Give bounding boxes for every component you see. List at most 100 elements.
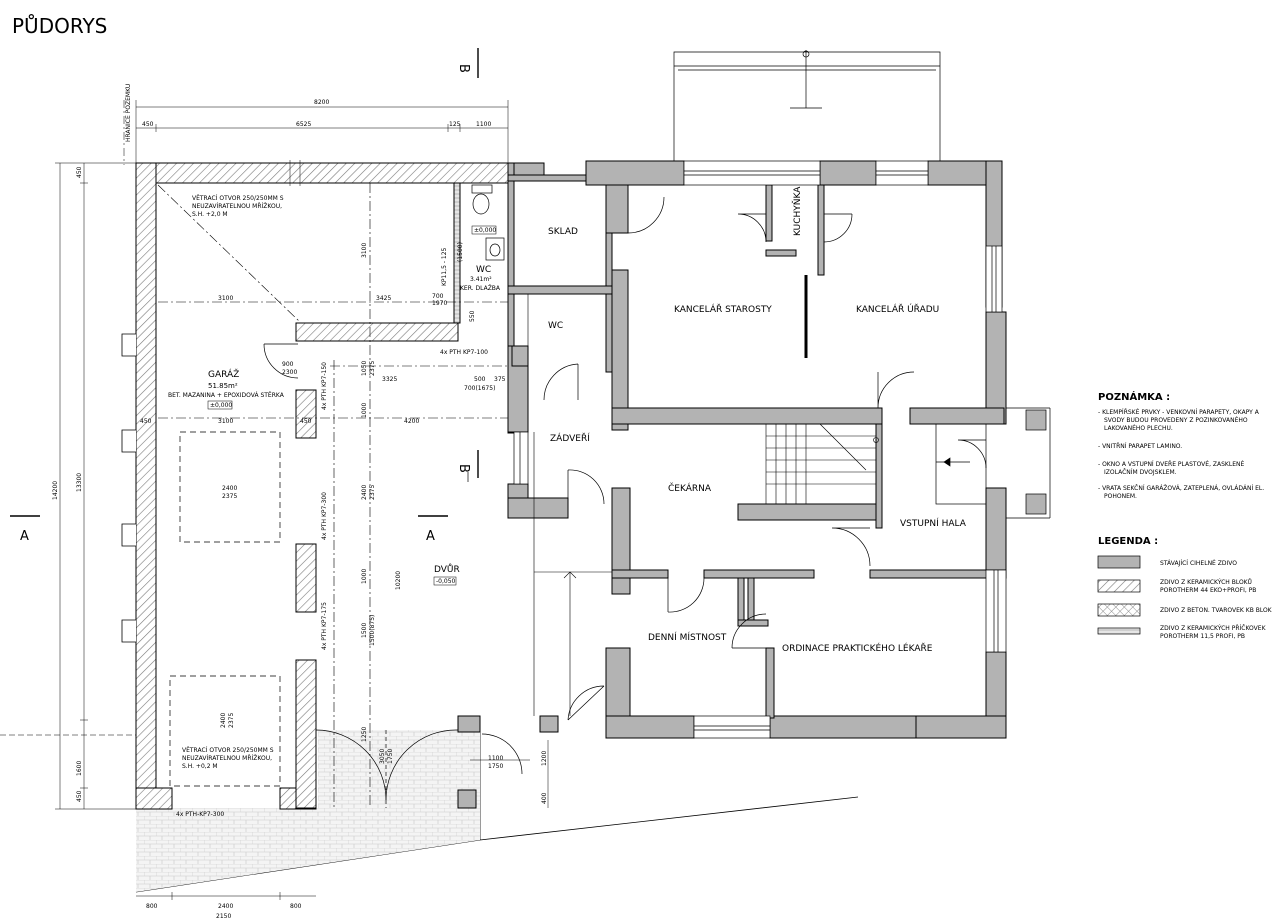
legend-block: LEGENDA : STÁVAJÍCÍ CIHELNÉ ZDIVO ZDIVO …	[1097, 536, 1273, 640]
svg-text:NEUZAVÍRATELNOU MŘÍŽKOU,: NEUZAVÍRATELNOU MŘÍŽKOU,	[192, 202, 282, 210]
paving-gate	[318, 730, 480, 808]
entrance-ramp	[935, 407, 1051, 519]
svg-text:VĚTRACÍ OTVOR 250/250MM S: VĚTRACÍ OTVOR 250/250MM S	[182, 746, 274, 754]
svg-text:STÁVAJÍCÍ CIHELNÉ ZDIVO: STÁVAJÍCÍ CIHELNÉ ZDIVO	[1160, 559, 1237, 567]
section-label-b-mid: B	[456, 464, 471, 473]
svg-text:1750: 1750	[488, 763, 503, 770]
svg-text:2375: 2375	[228, 713, 235, 728]
svg-text:3.41m²: 3.41m²	[470, 276, 492, 283]
svg-text:3100: 3100	[218, 418, 233, 425]
svg-text:700: 700	[432, 293, 444, 300]
section-label-a-left: A	[20, 529, 29, 544]
svg-text:1200: 1200	[541, 751, 548, 766]
svg-text:400: 400	[541, 792, 548, 804]
svg-text:3325: 3325	[382, 376, 397, 383]
svg-text:±0,000: ±0,000	[474, 227, 496, 234]
room-wc-garage-name: WC	[476, 265, 491, 275]
section-marks	[10, 48, 479, 517]
svg-text:- OKNO A VSTUPNÍ DVEŘE PLASTOV: - OKNO A VSTUPNÍ DVEŘE PLASTOVÉ, ZASKLEN…	[1098, 460, 1244, 468]
room-ordinace: ORDINACE PRAKTICKÉHO LÉKAŘE	[782, 642, 933, 654]
svg-text:POROTHERM 11,5 PROFI, PB: POROTHERM 11,5 PROFI, PB	[1160, 633, 1245, 640]
paving-apron	[136, 838, 480, 892]
section-label-a-mid: A	[426, 529, 435, 544]
svg-text:2400: 2400	[220, 713, 227, 728]
room-zadveri: ZÁDVEŘÍ	[550, 432, 590, 444]
annotations: VĚTRACÍ OTVOR 250/250MM S NEUZAVÍRATELNO…	[176, 194, 488, 818]
svg-text:1100: 1100	[476, 121, 491, 128]
svg-text:1600: 1600	[76, 761, 83, 776]
windows	[513, 160, 1007, 739]
svg-text:900: 900	[282, 361, 294, 368]
svg-text:POROTHERM 44 EKO+PROFI, PB: POROTHERM 44 EKO+PROFI, PB	[1160, 587, 1256, 594]
svg-text:NEUZAVÍRATELNOU MŘÍŽKOU,: NEUZAVÍRATELNOU MŘÍŽKOU,	[182, 754, 272, 762]
svg-text:LAKOVANÉHO PLECHU.: LAKOVANÉHO PLECHU.	[1104, 424, 1173, 432]
svg-text:450: 450	[140, 418, 152, 425]
svg-text:1000: 1000	[361, 403, 368, 418]
legend-title: LEGENDA :	[1098, 536, 1158, 547]
legend-swatch-porotherm115	[1097, 627, 1141, 635]
svg-text:- VRATA SEKČNÍ GARÁŽOVÁ, ZATEP: - VRATA SEKČNÍ GARÁŽOVÁ, ZATEPLENÁ, OVLÁ…	[1098, 484, 1264, 492]
legend-swatch-existing	[1097, 555, 1141, 569]
svg-text:KP11,5 - 125: KP11,5 - 125	[441, 247, 448, 286]
svg-text:SVODY BUDOU PROVEDENY Z POZINK: SVODY BUDOU PROVEDENY Z POZINKOVANÉHO	[1104, 416, 1248, 424]
svg-text:1500(875): 1500(875)	[369, 615, 376, 646]
canopy	[673, 50, 941, 161]
svg-text:3100: 3100	[361, 243, 368, 258]
svg-text:4x PTH KP7-300: 4x PTH KP7-300	[321, 492, 328, 540]
room-dvur-level: -0,050	[436, 578, 456, 585]
notes-block: POZNÁMKA : - KLEMPÍŘSKÉ PRVKY - VENKOVNÍ…	[1098, 390, 1264, 500]
room-garage-name: GARÁŽ	[208, 368, 239, 380]
svg-text:S.H. +2,0 M: S.H. +2,0 M	[192, 211, 228, 218]
legend-swatch-porotherm44	[1097, 579, 1141, 593]
svg-text:14200: 14200	[52, 481, 59, 500]
courtyard-lines	[527, 294, 612, 716]
door-swings	[263, 196, 987, 808]
svg-text:1100: 1100	[488, 755, 503, 762]
room-denni-mistnost: DENNÍ MÍSTNOST	[648, 631, 727, 643]
paving-front	[136, 808, 480, 838]
dimension-labels: 8200 450 6525 125 1100 14200 13300 450 1…	[52, 99, 548, 920]
svg-text:1250: 1250	[361, 727, 368, 742]
room-labels: GARÁŽ 51.85m² BET. MAZANINA + EPOXIDOVÁ …	[168, 186, 967, 654]
left-wall-notches	[121, 333, 136, 643]
svg-text:4200: 4200	[404, 418, 419, 425]
svg-text:2400: 2400	[361, 485, 368, 500]
svg-text:800: 800	[290, 903, 302, 910]
svg-text:1000: 1000	[361, 569, 368, 584]
svg-text:13300: 13300	[76, 473, 83, 492]
room-garage-level: ±0,000	[210, 402, 232, 409]
svg-text:550: 550	[469, 310, 476, 322]
svg-text:2300: 2300	[282, 369, 297, 376]
svg-text:8200: 8200	[314, 99, 329, 106]
svg-text:- KLEMPÍŘSKÉ PRVKY - VENKOVNÍ: - KLEMPÍŘSKÉ PRVKY - VENKOVNÍ PARAPETY, …	[1098, 408, 1260, 416]
svg-text:S.H. +0,2 M: S.H. +0,2 M	[182, 763, 218, 770]
svg-text:125: 125	[449, 121, 461, 128]
room-kancelar-starosty: KANCELÁŘ STAROSTY	[674, 303, 772, 315]
room-kuchynka: KUCHYŇKA	[792, 186, 803, 236]
svg-text:4x PTH KP7-150: 4x PTH KP7-150	[321, 362, 328, 410]
room-cekarna: ČEKÁRNA	[668, 482, 712, 494]
existing-walls	[457, 160, 1007, 809]
wc-fixtures	[471, 184, 505, 261]
svg-text:10200: 10200	[395, 571, 402, 590]
svg-text:2400: 2400	[222, 485, 237, 492]
svg-text:2400: 2400	[218, 903, 233, 910]
svg-text:1970: 1970	[432, 300, 447, 307]
svg-text:450: 450	[76, 790, 83, 802]
svg-text:2375: 2375	[369, 361, 376, 376]
garage-walls	[135, 162, 509, 810]
svg-text:ZDIVO Z BETON. TVAROVEK KB BLO: ZDIVO Z BETON. TVAROVEK KB BLOK	[1160, 607, 1273, 614]
svg-text:4x PTH KP7-175: 4x PTH KP7-175	[321, 602, 328, 650]
car-outlines	[169, 431, 281, 787]
svg-text:6525: 6525	[296, 121, 311, 128]
room-garage-area: 51.85m²	[208, 382, 238, 390]
svg-text:1050: 1050	[361, 361, 368, 376]
svg-text:800: 800	[146, 903, 158, 910]
svg-text:KER. DLAŽBA: KER. DLAŽBA	[460, 284, 501, 292]
svg-text:4x PTH-KP7-300: 4x PTH-KP7-300	[176, 811, 224, 818]
svg-text:3050: 3050	[379, 749, 386, 764]
staircase	[765, 423, 879, 505]
boundary-label: HRANICE POZEMKU	[125, 84, 132, 142]
section-label-b-top: B	[456, 64, 471, 73]
svg-text:ZDIVO Z KERAMICKÝCH PŘÍČKOVEK: ZDIVO Z KERAMICKÝCH PŘÍČKOVEK	[1160, 624, 1267, 632]
